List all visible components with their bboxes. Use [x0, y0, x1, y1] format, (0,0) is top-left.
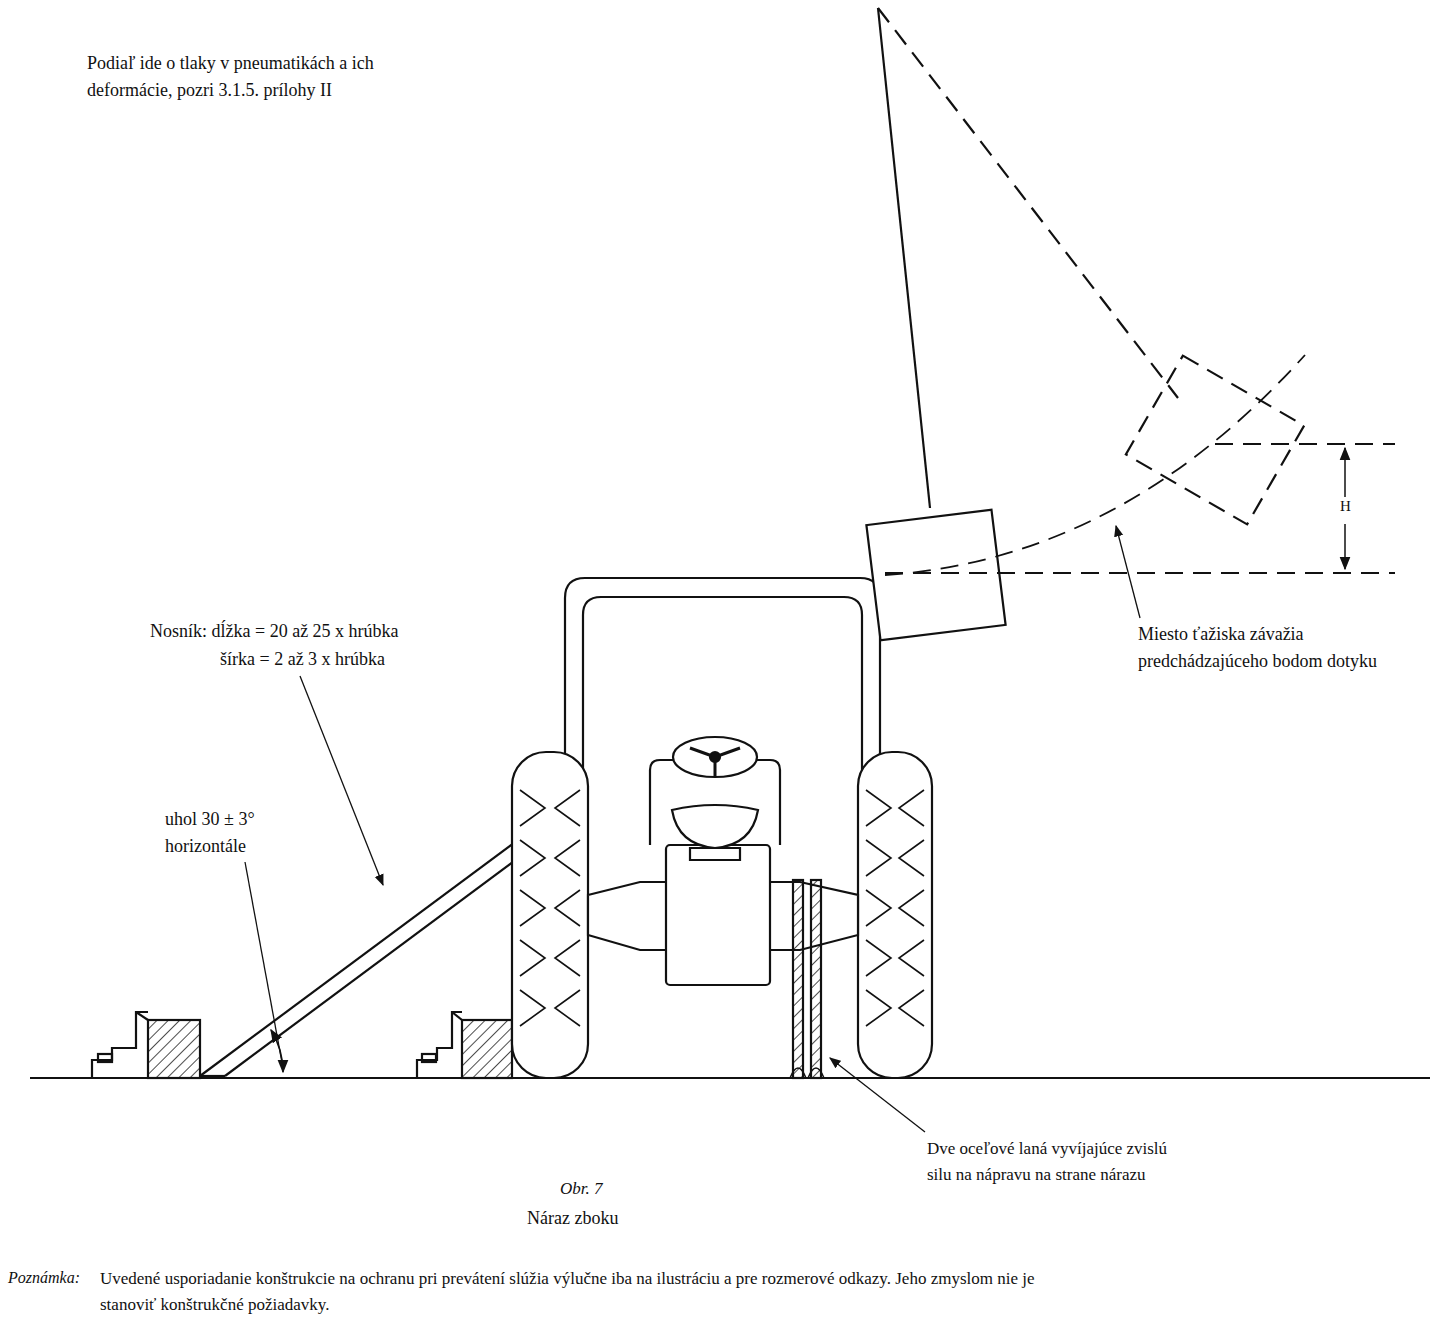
annotation-label: Miesto ťažiska závažia predchádzajúceho … — [1138, 621, 1378, 675]
annotation-label: H — [1337, 497, 1354, 515]
annotation-label: šírka = 2 až 3 x hrúbka — [220, 646, 385, 673]
annotation-label: Obr. 7 — [560, 1176, 603, 1202]
figure-caption: Náraz zboku — [527, 1205, 618, 1232]
annotation-label: Uvedené usporiadanie konštrukcie na ochr… — [100, 1266, 1050, 1317]
annotation-label: uhol 30 ± 3° horizontále — [165, 806, 315, 860]
annotation-label: Nosník: dĺžka = 20 až 25 x hrúbka — [150, 618, 399, 645]
annotation-label: Dve oceľové laná vyvíjajúce zvislú silu … — [927, 1136, 1187, 1187]
annotation-label: Poznámka: — [8, 1266, 80, 1290]
annotation-label: Podiaľ ide o tlaky v pneumatikách a ich … — [87, 50, 447, 104]
